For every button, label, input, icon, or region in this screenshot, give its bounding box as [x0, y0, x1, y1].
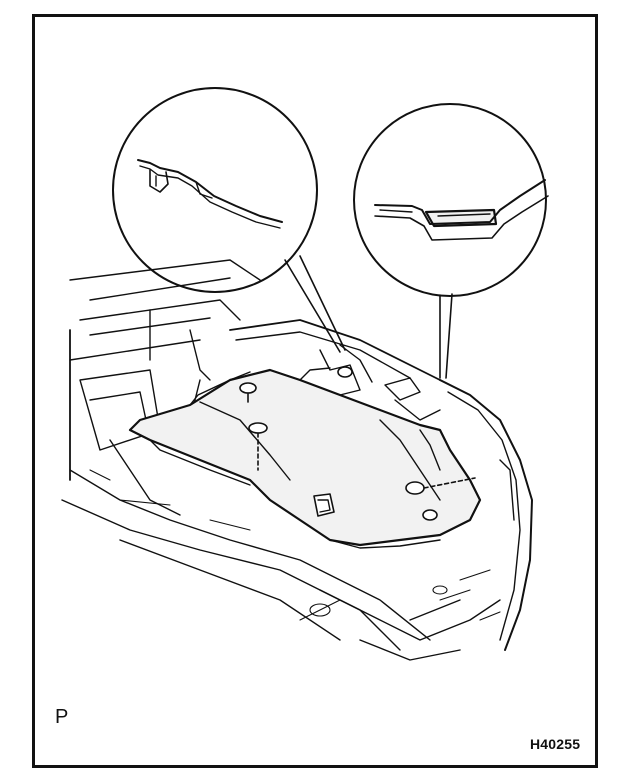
clip-right-upper — [405, 477, 476, 495]
clip-top — [239, 382, 257, 403]
detail-circle-left — [112, 87, 318, 293]
trunk-body — [61, 259, 533, 661]
clip-center — [248, 422, 268, 471]
leader-lines — [284, 255, 453, 379]
detail-circle-right — [353, 103, 549, 297]
detail-strokes — [89, 469, 501, 621]
corner-letter-label: P — [55, 706, 69, 728]
trunk-trim-cover — [128, 367, 482, 549]
clip-right-lower — [422, 509, 438, 521]
clips — [239, 366, 476, 521]
clip-latch — [337, 366, 353, 378]
figure-code-label: H40255 — [530, 736, 581, 752]
